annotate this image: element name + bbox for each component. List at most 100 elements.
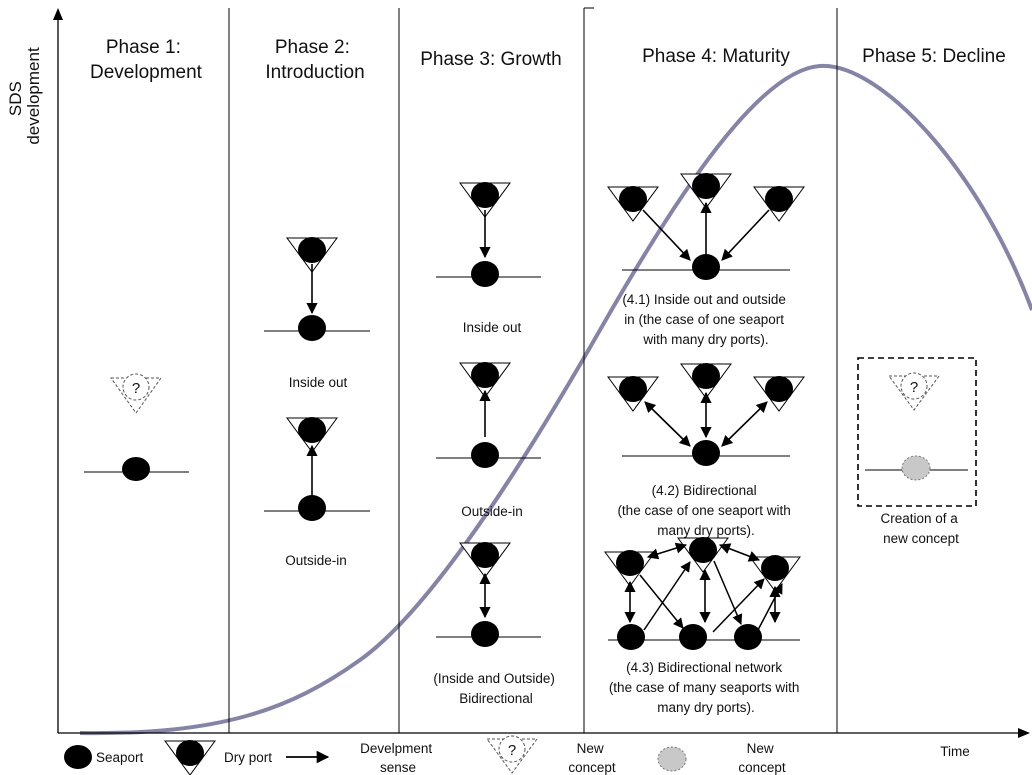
- dry-port-node: [616, 550, 644, 576]
- dry-port-node: [619, 186, 647, 212]
- arrow-outside-in: [757, 583, 783, 631]
- seaport-node: [692, 440, 720, 466]
- legend-new-concept-2-label: New concept: [738, 741, 786, 775]
- legend-dry-port-icon: [176, 740, 204, 766]
- label-4-3-line3: many dry ports).: [657, 700, 755, 715]
- seaport-node: [471, 442, 499, 468]
- arrow-bidirectional: [646, 542, 688, 560]
- legend-new-concept-line2: concept: [568, 760, 616, 775]
- label-4-2-line2: (the case of one seaport with: [617, 503, 790, 518]
- x-axis-label: Time: [940, 744, 970, 759]
- dry-port-node: [692, 173, 720, 199]
- new-concept-icon: ?: [888, 372, 940, 411]
- diagram-4-3: (4.3) Bidirectional network (the case of…: [604, 537, 803, 715]
- legend-seaport-label: Seaport: [96, 750, 144, 765]
- legend-sense-label: Develpment sense: [360, 741, 436, 775]
- seaport-node: [471, 261, 499, 287]
- new-concept-icon: ?: [110, 373, 162, 414]
- label-4-1-line3: with many dry ports).: [642, 332, 768, 347]
- arrow-outside-in: [643, 561, 691, 631]
- new-concept-box: [857, 357, 977, 507]
- legend-new-concept-icon: ?: [486, 735, 538, 774]
- y-axis-arrowhead: [53, 8, 63, 20]
- phase-2-title-line1: Phase 2:: [275, 37, 350, 58]
- x-axis-arrowhead: [1018, 728, 1030, 738]
- seaport-node: [692, 254, 720, 280]
- legend-sense-line2: sense: [380, 760, 416, 775]
- arrow-inside-out: [713, 560, 743, 625]
- legend-new-concept-2-line2: concept: [738, 760, 786, 775]
- seaport-node: [298, 315, 326, 341]
- label-4-3-line1: (4.3) Bidirectional network: [626, 660, 782, 675]
- phase-2-title-line2: Introduction: [265, 62, 364, 83]
- label-4-3-line2: (the case of many seaports with: [609, 680, 800, 695]
- legend-sense-line1: Develpment: [360, 741, 432, 756]
- arrow-inside-out: [642, 209, 691, 261]
- label-outside-in: Outside-in: [285, 553, 347, 568]
- diagram-4-2: (4.2) Bidirectional (the case of one sea…: [607, 363, 805, 538]
- phase-4-title: Phase 4: Maturity: [642, 46, 790, 67]
- dry-port-node: [761, 555, 789, 581]
- phase-1-diagram: ?: [84, 373, 189, 481]
- label-creation: Creation of a new concept: [880, 511, 961, 546]
- label-4-1: (4.1) Inside out and outside in (the cas…: [622, 292, 789, 347]
- phase-3-diagram: Inside out Outside-in (Inside and Outsid…: [433, 182, 558, 706]
- y-axis-label-line2: development: [24, 47, 43, 145]
- dry-port-node: [765, 186, 793, 212]
- phase-5-diagram: ? Creation of a new concept: [857, 357, 977, 546]
- phase-2-title: Phase 2: Introduction: [265, 37, 364, 83]
- label-4-2: (4.2) Bidirectional (the case of one sea…: [617, 483, 794, 538]
- label-creation-line2: new concept: [883, 531, 959, 546]
- phase-2-diagram: Inside out Outside-in: [264, 237, 370, 568]
- question-mark: ?: [132, 380, 140, 397]
- arrow-bidirectional: [721, 401, 768, 447]
- dry-port-node: [298, 237, 326, 263]
- seaport-node: [122, 457, 150, 481]
- label-outside-in: Outside-in: [461, 504, 523, 519]
- label-bidirectional-line1: (Inside and Outside): [433, 671, 555, 686]
- seaport-node: [734, 624, 762, 650]
- question-mark: ?: [910, 379, 918, 396]
- label-inside-out: Inside out: [289, 375, 348, 390]
- dry-port-node: [692, 363, 720, 389]
- legend-new-concept-2-line1: New: [747, 741, 774, 756]
- label-bidirectional-line2: Bidirectional: [459, 691, 533, 706]
- lifecycle-curve: [79, 63, 1032, 736]
- arrow-inside-out: [721, 209, 770, 261]
- phase-1-title: Phase 1: Development: [90, 37, 203, 83]
- label-4-1-line1: (4.1) Inside out and outside: [622, 292, 786, 307]
- seaport-node: [298, 495, 326, 521]
- legend-seaport-icon: [64, 745, 92, 769]
- legend-grey-node-icon: [657, 746, 687, 772]
- question-mark: ?: [508, 742, 516, 759]
- phase-dividers: [228, 7, 838, 733]
- seaport-node: [617, 624, 645, 650]
- label-inside-out: Inside out: [463, 320, 522, 335]
- arrow-outside-in: [712, 578, 765, 633]
- y-axis-label: SDS development: [5, 47, 43, 145]
- new-concept-seaport-node: [901, 455, 931, 481]
- dry-port-node: [689, 537, 717, 563]
- phase-1-title-line2: Development: [90, 62, 203, 83]
- dry-port-node: [471, 542, 499, 568]
- seaport-node: [679, 624, 707, 650]
- legend-dry-port-label: Dry port: [224, 750, 272, 765]
- seaport-node: [471, 621, 499, 647]
- phase-5-title: Phase 5: Decline: [862, 46, 1006, 67]
- label-bidirectional: (Inside and Outside) Bidirectional: [433, 671, 558, 706]
- phase-3-title: Phase 3: Growth: [420, 49, 562, 70]
- y-axis-label-line1: SDS: [6, 81, 25, 116]
- label-4-3: (4.3) Bidirectional network (the case of…: [609, 660, 803, 715]
- label-creation-line1: Creation of a: [880, 511, 958, 526]
- dry-port-node: [471, 362, 499, 388]
- legend: Seaport Dry port Develpment sense ? New …: [64, 735, 786, 775]
- dry-port-node: [765, 376, 793, 402]
- dry-port-node: [471, 182, 499, 208]
- label-4-2-line1: (4.2) Bidirectional: [652, 483, 757, 498]
- arrow-bidirectional: [644, 401, 691, 447]
- legend-new-concept-line1: New: [577, 741, 604, 756]
- arrow-bidirectional: [718, 543, 761, 562]
- arrow-inside-out: [639, 574, 684, 629]
- phase-4-diagram: (4.1) Inside out and outside in (the cas…: [604, 173, 805, 715]
